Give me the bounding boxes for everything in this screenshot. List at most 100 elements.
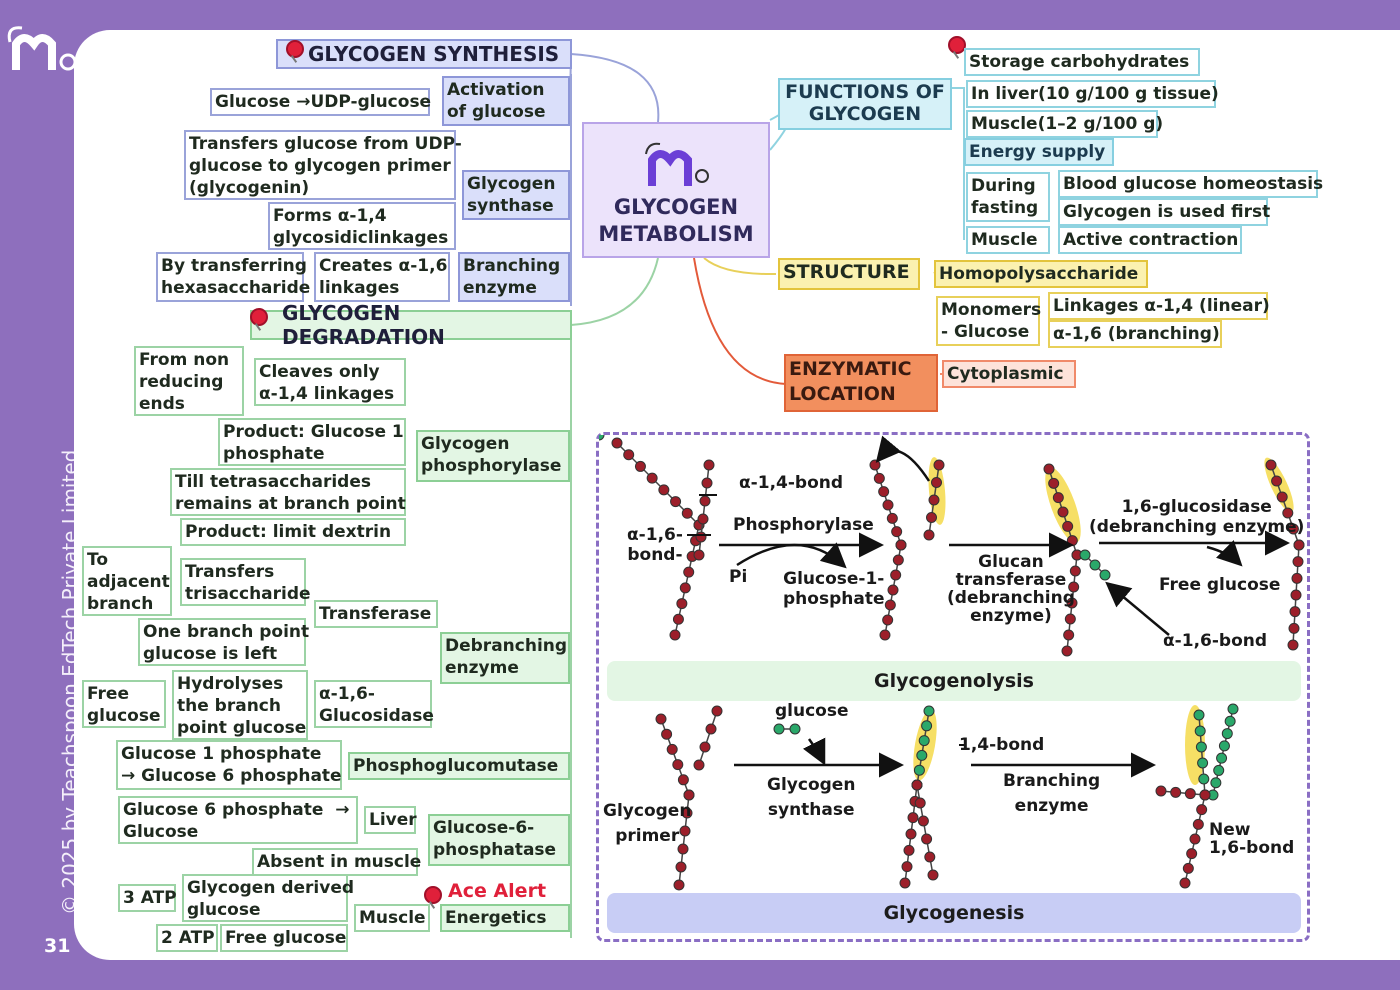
center-title: GLYCOGEN METABOLISM: [598, 195, 754, 246]
homopoly-box: Homopolysaccharide: [934, 260, 1148, 288]
glucose-residue: [669, 629, 681, 641]
glucose-residue: [887, 584, 899, 596]
glycogen-derived-box: Glycogen derived glucose: [182, 874, 354, 922]
chain-link: [698, 710, 718, 766]
muscle-box: Muscle: [354, 904, 430, 932]
pin-icon: [250, 308, 268, 326]
muscle-content-box: Muscle(1–2 g/100 g): [966, 110, 1163, 138]
homeostasis-box: Blood glucose homeostasis: [1058, 170, 1323, 198]
glucose-residue: [882, 614, 894, 626]
glucose-residue: [634, 460, 646, 472]
glucose-residue: [673, 879, 685, 891]
degradation-header: GLYCOGEN DEGRADATION: [250, 301, 572, 349]
glucose-residue: [1218, 740, 1230, 752]
glucose-residue: [695, 531, 707, 543]
glucose-residue: [789, 723, 801, 735]
pin-icon: [948, 36, 966, 54]
glycogen-diagram: α-1,6- bond- α-1,4-bond Phosphorylase Pi…: [596, 432, 1310, 942]
glucose-residue: [705, 723, 717, 735]
to-adjacent-box: To adjacent branch: [82, 546, 172, 616]
glucose-residue: [646, 472, 658, 484]
creates-box: Creates α-1,6 linkages: [314, 252, 450, 302]
phosphorylase-box: Glycogen phosphorylase: [416, 430, 570, 482]
g6p-glucose-box: Glucose 6 phosphate → Glucose: [118, 796, 358, 844]
glucose-residue: [923, 529, 935, 541]
chain-link: [1160, 790, 1206, 796]
glucose-residue: [1288, 622, 1300, 634]
g1p-g6p-box: Glucose 1 phosphate → Glucose 6 phosphat…: [116, 740, 342, 790]
non-reducing-box: From non reducing ends: [134, 346, 244, 416]
glucose-residue: [1290, 589, 1302, 601]
glucose-residue: [918, 735, 930, 747]
structure-header: STRUCTURE: [778, 258, 920, 290]
hydrolyses-box: Hydrolyses the branch point glucose: [172, 670, 308, 740]
glucose-residue: [1292, 556, 1304, 568]
cleaves-box: Cleaves only α-1,4 linkages: [254, 358, 406, 406]
glucose-residue: [1198, 773, 1210, 785]
glucose-residue: [1179, 877, 1191, 889]
glucose-residue: [923, 705, 935, 717]
g6pase-box: Glucose-6- phosphatase: [428, 814, 570, 866]
glucose-residue: [1052, 492, 1064, 504]
glucose-residue: [1066, 597, 1078, 609]
glucose-residue: [914, 797, 926, 809]
new16-label: New 1,6-bond: [1209, 820, 1295, 858]
transfers-box: Transfers glucose from UDP- glucose to g…: [184, 130, 462, 200]
glucose-residue: [1196, 804, 1208, 816]
glucosidase-box: α-1,6- Glucosidase: [314, 680, 434, 728]
glycogenolysis-band: Glycogenolysis: [607, 661, 1301, 701]
glucose-residue: [677, 843, 689, 855]
a16-bond-label: α-1,6- bond-: [627, 525, 683, 565]
glucose-residue: [924, 851, 936, 863]
glucose-residue: [666, 743, 678, 755]
glucose-residue: [711, 705, 723, 717]
glucose-residue: [905, 828, 917, 840]
stethoscope-logo-icon: [645, 142, 709, 186]
storage-box: Storage carbohydrates: [964, 48, 1200, 76]
synthase-box: Glycogen synthase: [462, 170, 570, 220]
glucose-residue: [1170, 786, 1182, 798]
glucose-residue: [1197, 757, 1209, 769]
glucose-residue: [1069, 565, 1081, 577]
glucose-residue: [1291, 572, 1303, 584]
g1p-label: Glucose-1- phosphate: [783, 569, 885, 609]
glucose-residue: [886, 512, 898, 524]
glucose-residue: [1193, 709, 1205, 721]
glucose-residue: [701, 477, 713, 489]
glucose-residue: [677, 774, 689, 786]
monomers-box: Monomers - Glucose: [936, 296, 1041, 346]
glucose-residue: [1189, 833, 1201, 845]
glucose-residue: [697, 513, 709, 525]
glucose-residue: [869, 459, 881, 471]
branching-box: Branching enzyme: [458, 252, 570, 302]
free-glucose-label: Free glucose: [1159, 575, 1281, 595]
a14-bond-label: α-1,4-bond: [739, 473, 844, 493]
glucose-residue: [907, 812, 919, 824]
glucose-residue: [670, 496, 682, 508]
phosphorylase-label: Phosphorylase: [733, 515, 874, 535]
free-glucose-box: Free glucose: [82, 680, 166, 728]
glucose-residue: [933, 459, 945, 471]
product-g1p-box: Product: Glucose 1 phosphate: [218, 418, 406, 466]
transferase-box: Transferase: [314, 600, 438, 628]
diagram-drawing: [599, 435, 1305, 891]
glucose-residue: [899, 877, 911, 889]
glucose-residue: [1048, 477, 1060, 489]
branching-enzyme-label: Branching enzyme: [1003, 771, 1101, 816]
forms-box: Forms α-1,4 glycosidiclinkages: [268, 202, 456, 250]
pin-icon: [286, 40, 304, 58]
glucosidase-label: 1,6-glucosidase (debranching enzyme): [1089, 497, 1305, 537]
glucose-residue: [901, 861, 913, 873]
absent-muscle-box: Absent in muscle: [252, 848, 421, 876]
glucose-residue: [1062, 520, 1074, 532]
synthase-label: Glycogen synthase: [767, 775, 856, 820]
glucose-residue: [693, 759, 705, 771]
primer-label: Glycogen primer: [603, 801, 692, 846]
energy-box: Energy supply: [964, 138, 1114, 166]
transfers-tri-box: Transfers trisaccharide: [180, 558, 311, 606]
bond14-label: 1,4-bond: [959, 735, 1045, 755]
page-canvas: GLYCOGEN SYNTHESIS Glucose →UDP-glucose …: [74, 30, 1400, 960]
glucose-residue: [1195, 741, 1207, 753]
glucose-residue: [926, 512, 937, 523]
branching-link-box: α-1,6 (branching): [1048, 320, 1222, 348]
